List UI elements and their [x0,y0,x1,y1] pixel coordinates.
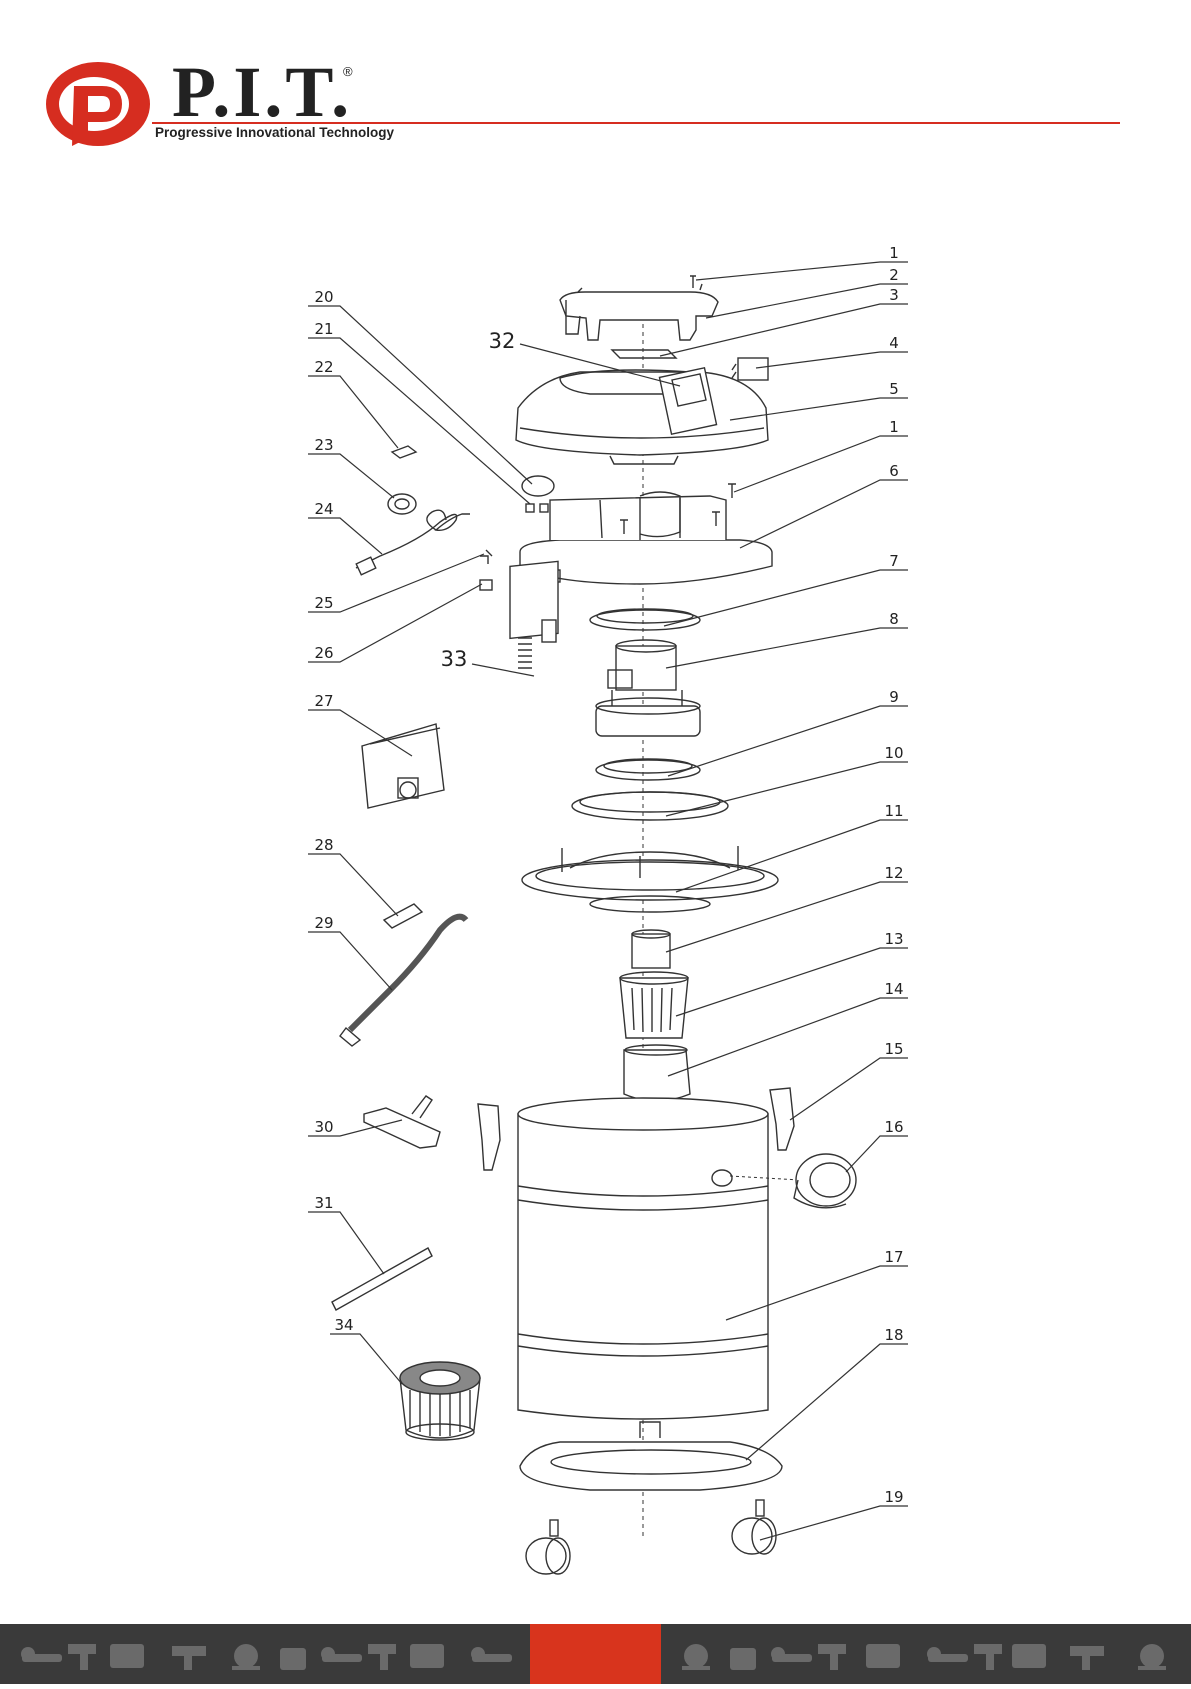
label-33: 33 [441,647,468,671]
label-2: 2 [889,266,899,284]
label-4: 4 [889,334,899,352]
label-27: 27 [314,692,333,710]
label-25: 25 [314,594,333,612]
header-rule [152,122,1120,124]
label-12: 12 [884,864,903,882]
label-8: 8 [889,610,899,628]
drill-icon [68,1644,96,1670]
label-1-top: 1 [889,244,899,262]
brand-name: P.I.T. [172,52,353,132]
label-32: 32 [489,329,516,353]
label-22: 22 [314,358,333,376]
hammer-drill-icon [172,1646,206,1670]
label-7: 7 [889,552,899,570]
label-14: 14 [884,980,903,998]
label-30: 30 [314,1118,333,1136]
label-5: 5 [889,380,899,398]
label-28: 28 [314,836,333,854]
label-31: 31 [314,1194,333,1212]
mixer-icon [232,1644,260,1670]
label-23: 23 [314,436,333,454]
brand-tagline: Progressive Innovational Technology [155,125,395,140]
label-19: 19 [884,1488,903,1506]
label-1-screw: 1 [889,418,899,436]
label-9: 9 [889,688,899,706]
label-20: 20 [314,288,333,306]
grinder-icon [21,1647,62,1662]
registered-mark: ® [343,64,353,79]
label-21: 21 [314,320,333,338]
label-17: 17 [884,1248,903,1266]
label-34: 34 [334,1316,353,1334]
label-29: 29 [314,914,333,932]
pit-logo-icon [46,62,150,146]
label-13: 13 [884,930,903,948]
label-11: 11 [884,802,903,820]
saw-icon [280,1648,306,1670]
label-24: 24 [314,500,333,518]
label-26: 26 [314,644,333,662]
exploded-parts-diagram: 1 2 3 4 5 1 6 7 8 9 10 11 12 13 14 15 16… [308,244,908,1575]
footer-accent-block [530,1624,661,1684]
label-15: 15 [884,1040,903,1058]
generator-icon [110,1644,144,1668]
label-16: 16 [884,1118,903,1136]
label-18: 18 [884,1326,903,1344]
label-10: 10 [884,744,903,762]
label-3: 3 [889,286,899,304]
label-6: 6 [889,462,899,480]
